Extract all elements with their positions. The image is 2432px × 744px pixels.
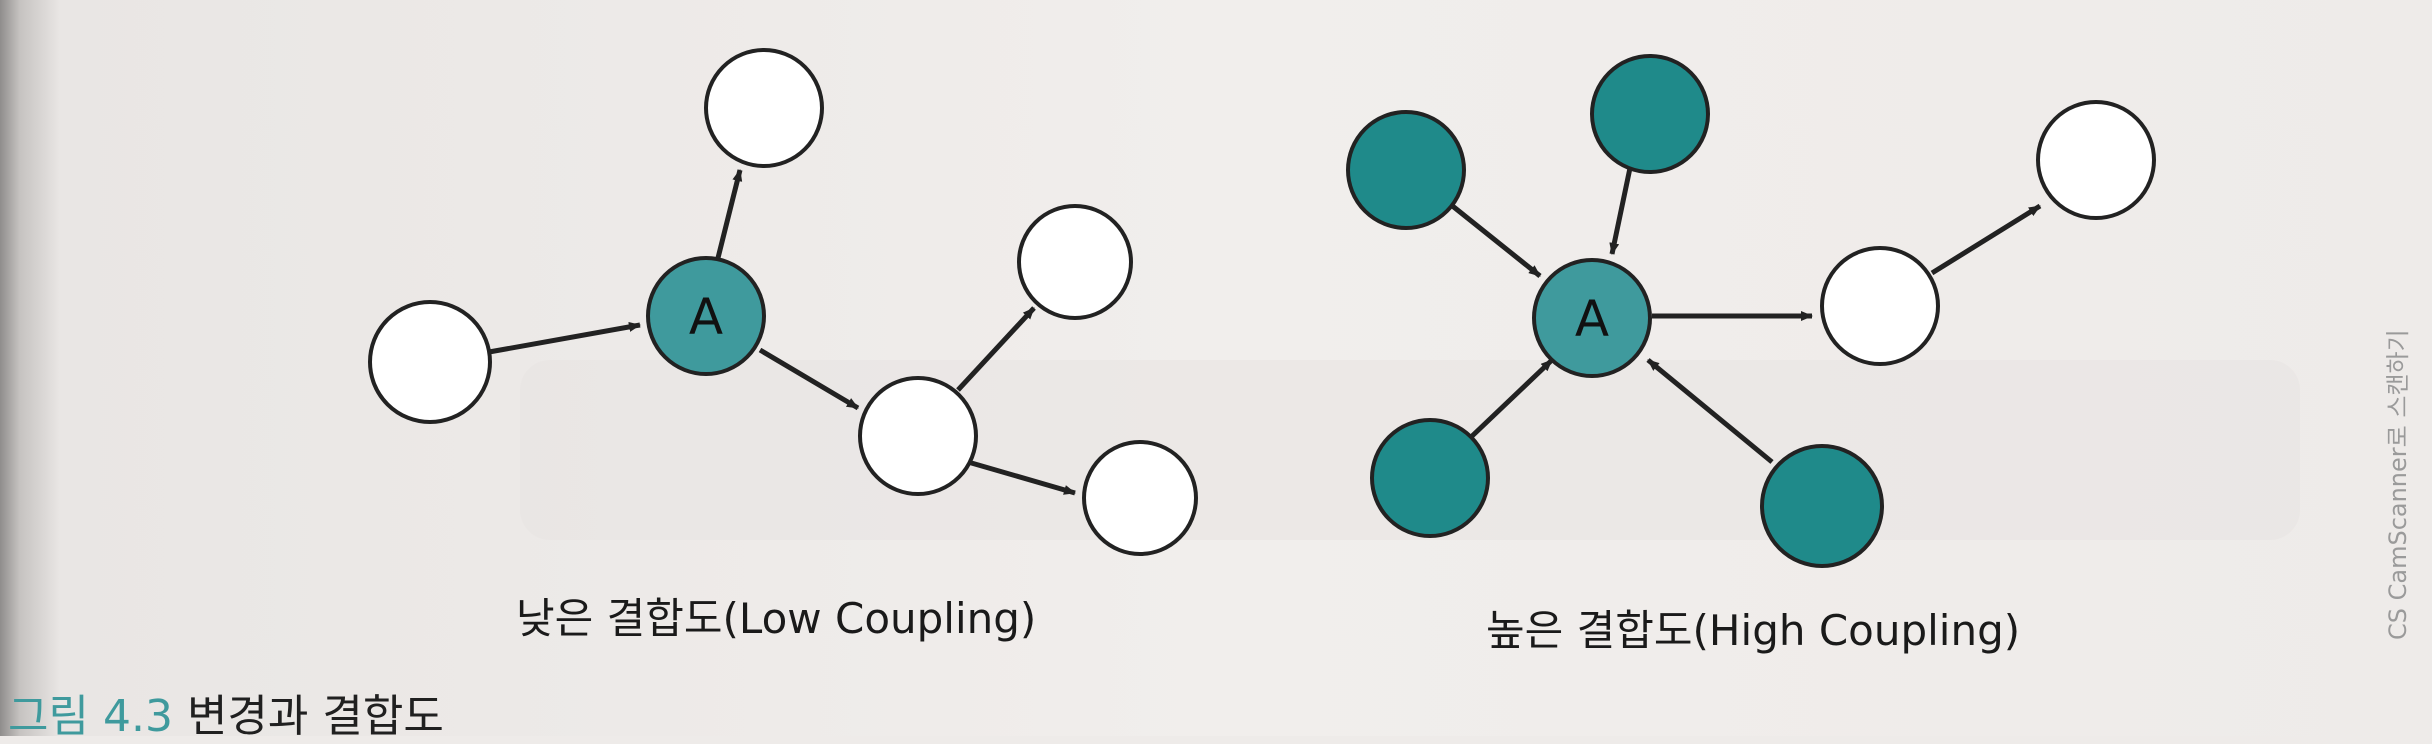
arrow-a-to-top: [715, 169, 743, 259]
node-empty-right: [1820, 246, 1940, 366]
low-coupling-graph: A: [368, 48, 1198, 556]
arrow-top-to-a: [1609, 167, 1633, 255]
node-empty-upper-right: [1017, 204, 1133, 320]
figure-caption: 그림 4.3 변경과 결합도: [8, 680, 444, 744]
node-empty-mid: [858, 376, 978, 496]
node-a-high-label: A: [1575, 290, 1609, 348]
arrow-lower-left-to-a: [1468, 358, 1554, 440]
node-dep-lower-right: [1760, 444, 1884, 568]
arrow-upper-left-to-a: [1448, 202, 1542, 278]
node-empty-far-right: [2036, 100, 2156, 220]
node-dep-upper-left: [1346, 110, 1466, 230]
arrow-mid-to-upper-right: [956, 306, 1036, 392]
node-a-low: [646, 256, 766, 376]
figure-title: 변경과 결합도: [186, 691, 444, 742]
low-coupling-caption: 낮은 결합도(Low Coupling): [516, 594, 1037, 643]
node-empty-lower-right: [1082, 440, 1198, 556]
arrow-left-to-a: [488, 322, 641, 355]
node-dep-lower-left: [1370, 418, 1490, 538]
node-a-low-label: A: [689, 288, 723, 346]
node-a-high: [1532, 258, 1652, 378]
node-dep-top: [1590, 54, 1710, 174]
arrow-mid-to-lower-right: [967, 459, 1076, 496]
figure-label: 그림: [8, 691, 89, 742]
arrow-a-to-mid: [758, 347, 860, 411]
arrow-right-to-far-right: [1930, 203, 2042, 276]
node-empty-top: [704, 48, 824, 168]
figure-number: 4.3: [102, 691, 173, 742]
node-empty-left: [368, 300, 492, 424]
scanner-watermark: CS CamScanner로 스캔하기: [2384, 329, 2412, 640]
arrow-lower-right-to-a: [1646, 358, 1774, 464]
high-coupling-caption: 높은 결합도(High Coupling): [1486, 606, 2021, 655]
high-coupling-graph: A: [1346, 54, 2156, 568]
